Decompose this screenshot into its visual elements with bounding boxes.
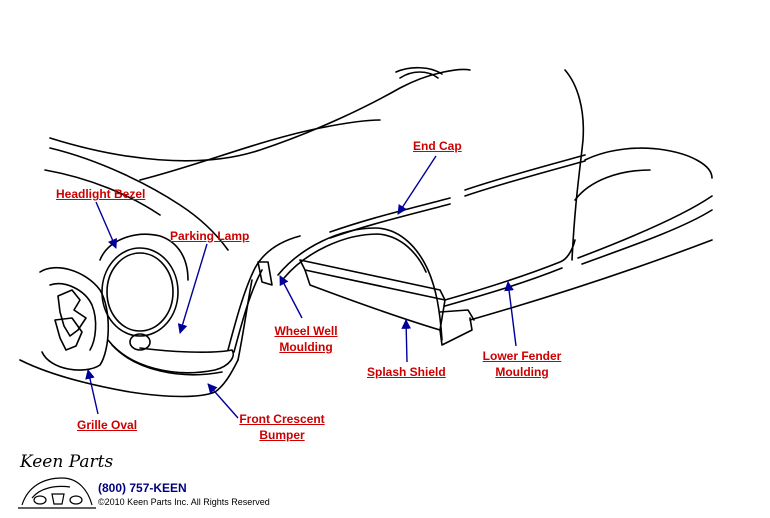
- label-wheel-well-moulding-line1: Wheel Well: [274, 324, 338, 338]
- grille-oval: [39, 266, 110, 371]
- end-cap-strip: [464, 154, 586, 191]
- parking-lamp: [129, 333, 151, 351]
- label-wheel-well-moulding[interactable]: Wheel Well Moulding: [270, 323, 342, 355]
- arrow-lower-fender-moulding: [504, 281, 517, 347]
- label-lower-fender-moulding[interactable]: Lower Fender Moulding: [480, 348, 564, 380]
- label-splash-shield[interactable]: Splash Shield: [367, 365, 446, 379]
- label-front-crescent-bumper-line1: Front Crescent: [239, 412, 325, 426]
- wheel-well-moulding-front: [227, 235, 301, 351]
- arrow-wheel-well-moulding: [279, 275, 303, 319]
- label-parking-lamp[interactable]: Parking Lamp: [170, 229, 250, 243]
- keen-parts-logo-car: [18, 477, 96, 509]
- arrow-splash-shield: [401, 319, 412, 363]
- hood-outline: [49, 68, 471, 162]
- arrow-parking-lamp: [177, 243, 208, 334]
- label-headlight-bezel[interactable]: Headlight Bezel: [56, 187, 146, 201]
- footer-copyright: ©2010 Keen Parts Inc. All Rights Reserve…: [98, 497, 270, 507]
- lower-fender-moulding: [444, 239, 576, 301]
- label-lower-fender-moulding-line2: Moulding: [495, 365, 549, 379]
- label-lower-fender-moulding-line1: Lower Fender: [482, 349, 562, 363]
- headlight: [101, 247, 179, 337]
- label-front-crescent-bumper-line2: Bumper: [259, 428, 305, 442]
- keen-parts-logo-text: Keen Parts: [20, 452, 114, 472]
- front-crescent-bumper: [107, 339, 234, 374]
- footer-phone: (800) 757-KEEN: [98, 481, 187, 495]
- label-end-cap[interactable]: End Cap: [413, 139, 462, 153]
- arrow-grille-oval: [85, 369, 99, 415]
- arrow-front-crescent-bumper: [207, 383, 239, 419]
- label-grille-oval[interactable]: Grille Oval: [77, 418, 138, 432]
- label-front-crescent-bumper[interactable]: Front Crescent Bumper: [234, 411, 330, 443]
- arrow-end-cap: [397, 155, 437, 215]
- label-wheel-well-moulding-line2: Moulding: [279, 340, 333, 354]
- arrow-headlight-bezel: [95, 201, 117, 249]
